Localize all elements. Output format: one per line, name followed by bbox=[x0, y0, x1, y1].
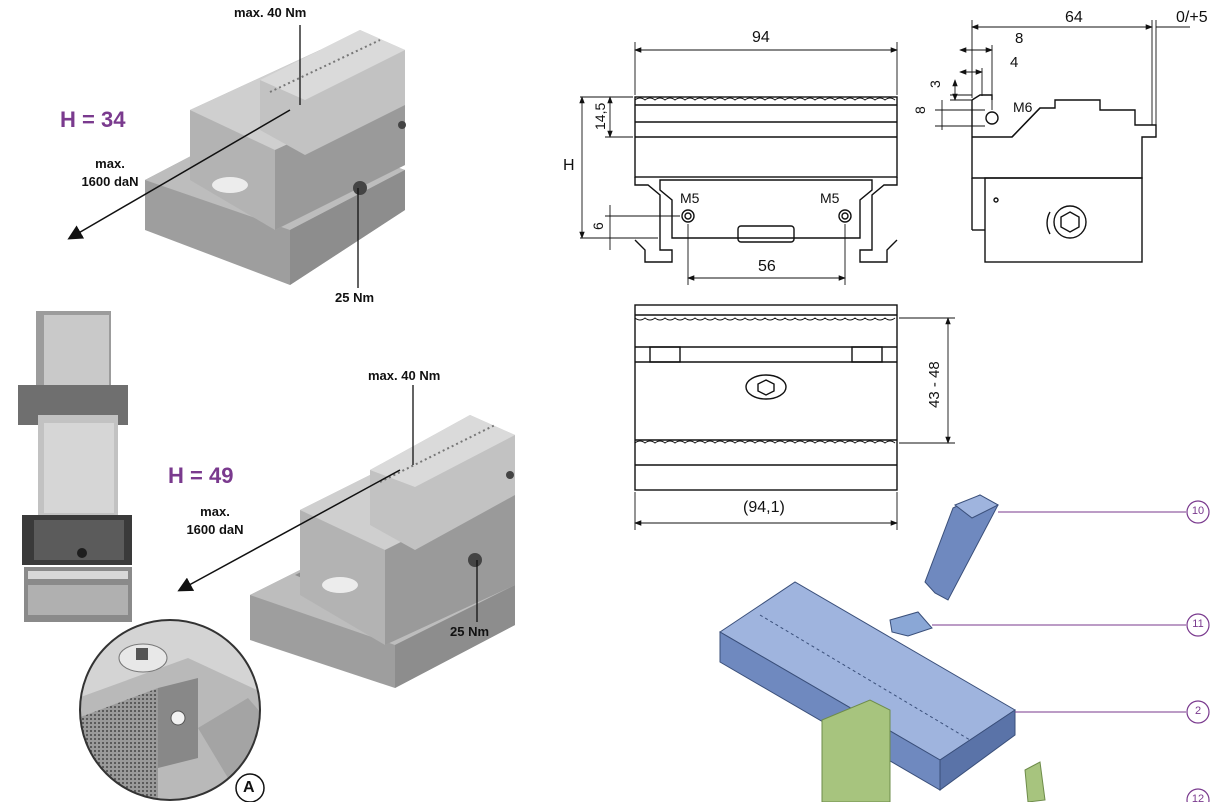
dim-side-3: 3 bbox=[927, 80, 943, 88]
clamp-render-h34 bbox=[145, 30, 406, 285]
exploded-parts bbox=[719, 494, 1046, 802]
torque-top-label-2: max. 40 Nm bbox=[368, 368, 441, 383]
force-label-2-line1: max. bbox=[200, 504, 230, 519]
clamp-render-h49 bbox=[250, 415, 515, 688]
clamp-photo bbox=[18, 311, 132, 622]
top-dimensions bbox=[634, 317, 955, 530]
part-number-12: 12 bbox=[1191, 793, 1205, 805]
torque-screw-label-1: 25 Nm bbox=[335, 290, 375, 305]
detail-view-a bbox=[79, 619, 265, 802]
part-number-10: 10 bbox=[1191, 505, 1205, 517]
force-label-1-line1: max. bbox=[95, 156, 125, 171]
side-view bbox=[971, 94, 1157, 263]
dim-side-8h: 8 bbox=[1015, 30, 1024, 47]
dim-hole-height: 6 bbox=[590, 222, 606, 230]
dim-side-total: 64 bbox=[1065, 9, 1083, 26]
part-callout-11 bbox=[1186, 613, 1210, 637]
dim-front-width: 94 bbox=[752, 29, 770, 46]
part-number-11: 11 bbox=[1192, 618, 1204, 630]
torque-screw-label-2: 25 Nm bbox=[450, 624, 490, 639]
torque-top-label-1: max. 40 Nm bbox=[234, 5, 307, 20]
front-view bbox=[634, 96, 898, 263]
part-number-2: 2 bbox=[1194, 705, 1202, 717]
force-label-1: max. 1600 daN bbox=[50, 155, 170, 191]
part-leader-lines bbox=[932, 511, 1186, 713]
force-label-1-line2: 1600 daN bbox=[81, 174, 139, 189]
force-label-2-line2: 1600 daN bbox=[186, 522, 244, 537]
hole-label-left: M5 bbox=[680, 190, 700, 206]
part-callout-2 bbox=[1186, 700, 1210, 724]
height-label-34: H = 34 bbox=[60, 107, 126, 132]
dim-top-width: (94,1) bbox=[743, 499, 785, 516]
dim-hole-spacing: 56 bbox=[758, 258, 776, 275]
part-callout-10 bbox=[1186, 500, 1210, 524]
detail-label-a: A bbox=[243, 779, 255, 796]
side-dimensions bbox=[935, 20, 1190, 130]
part-callout-12 bbox=[1186, 788, 1210, 802]
height-label-49: H = 49 bbox=[168, 463, 234, 488]
front-dimensions bbox=[579, 42, 898, 285]
hole-label-right: M5 bbox=[820, 190, 840, 206]
dim-side-adjust: 0/+5 bbox=[1176, 9, 1208, 26]
force-label-2: max. 1600 daN bbox=[155, 503, 275, 539]
dim-front-top-height: 14,5 bbox=[592, 102, 608, 130]
left-callout-lines bbox=[67, 25, 478, 622]
dim-front-h: H bbox=[563, 157, 575, 174]
top-view bbox=[634, 304, 898, 491]
dim-top-range: 43 - 48 bbox=[926, 361, 943, 408]
dim-side-8v: 8 bbox=[912, 106, 928, 114]
thread-label-m6: M6 bbox=[1013, 99, 1033, 115]
technical-drawing bbox=[579, 20, 1210, 802]
dim-side-4: 4 bbox=[1010, 54, 1019, 71]
